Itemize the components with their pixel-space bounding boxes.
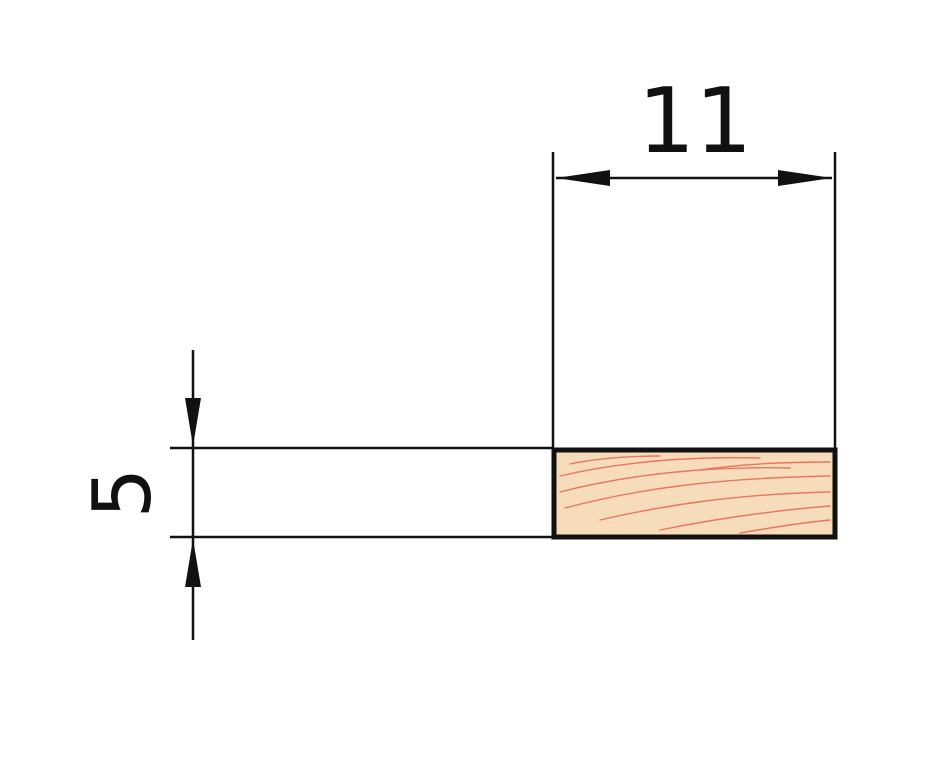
wood-grain: [559, 455, 831, 534]
wood-cross-section: [551, 447, 838, 540]
height-arrow-top: [185, 398, 201, 446]
height-arrow-bottom: [185, 539, 201, 587]
width-arrow-right: [778, 170, 832, 186]
height-label: 5: [76, 468, 169, 519]
width-dimension: [551, 152, 837, 450]
width-label: 11: [638, 69, 753, 174]
height-dimension: [170, 350, 553, 640]
width-arrow-left: [556, 170, 610, 186]
wood-outline: [551, 447, 838, 540]
